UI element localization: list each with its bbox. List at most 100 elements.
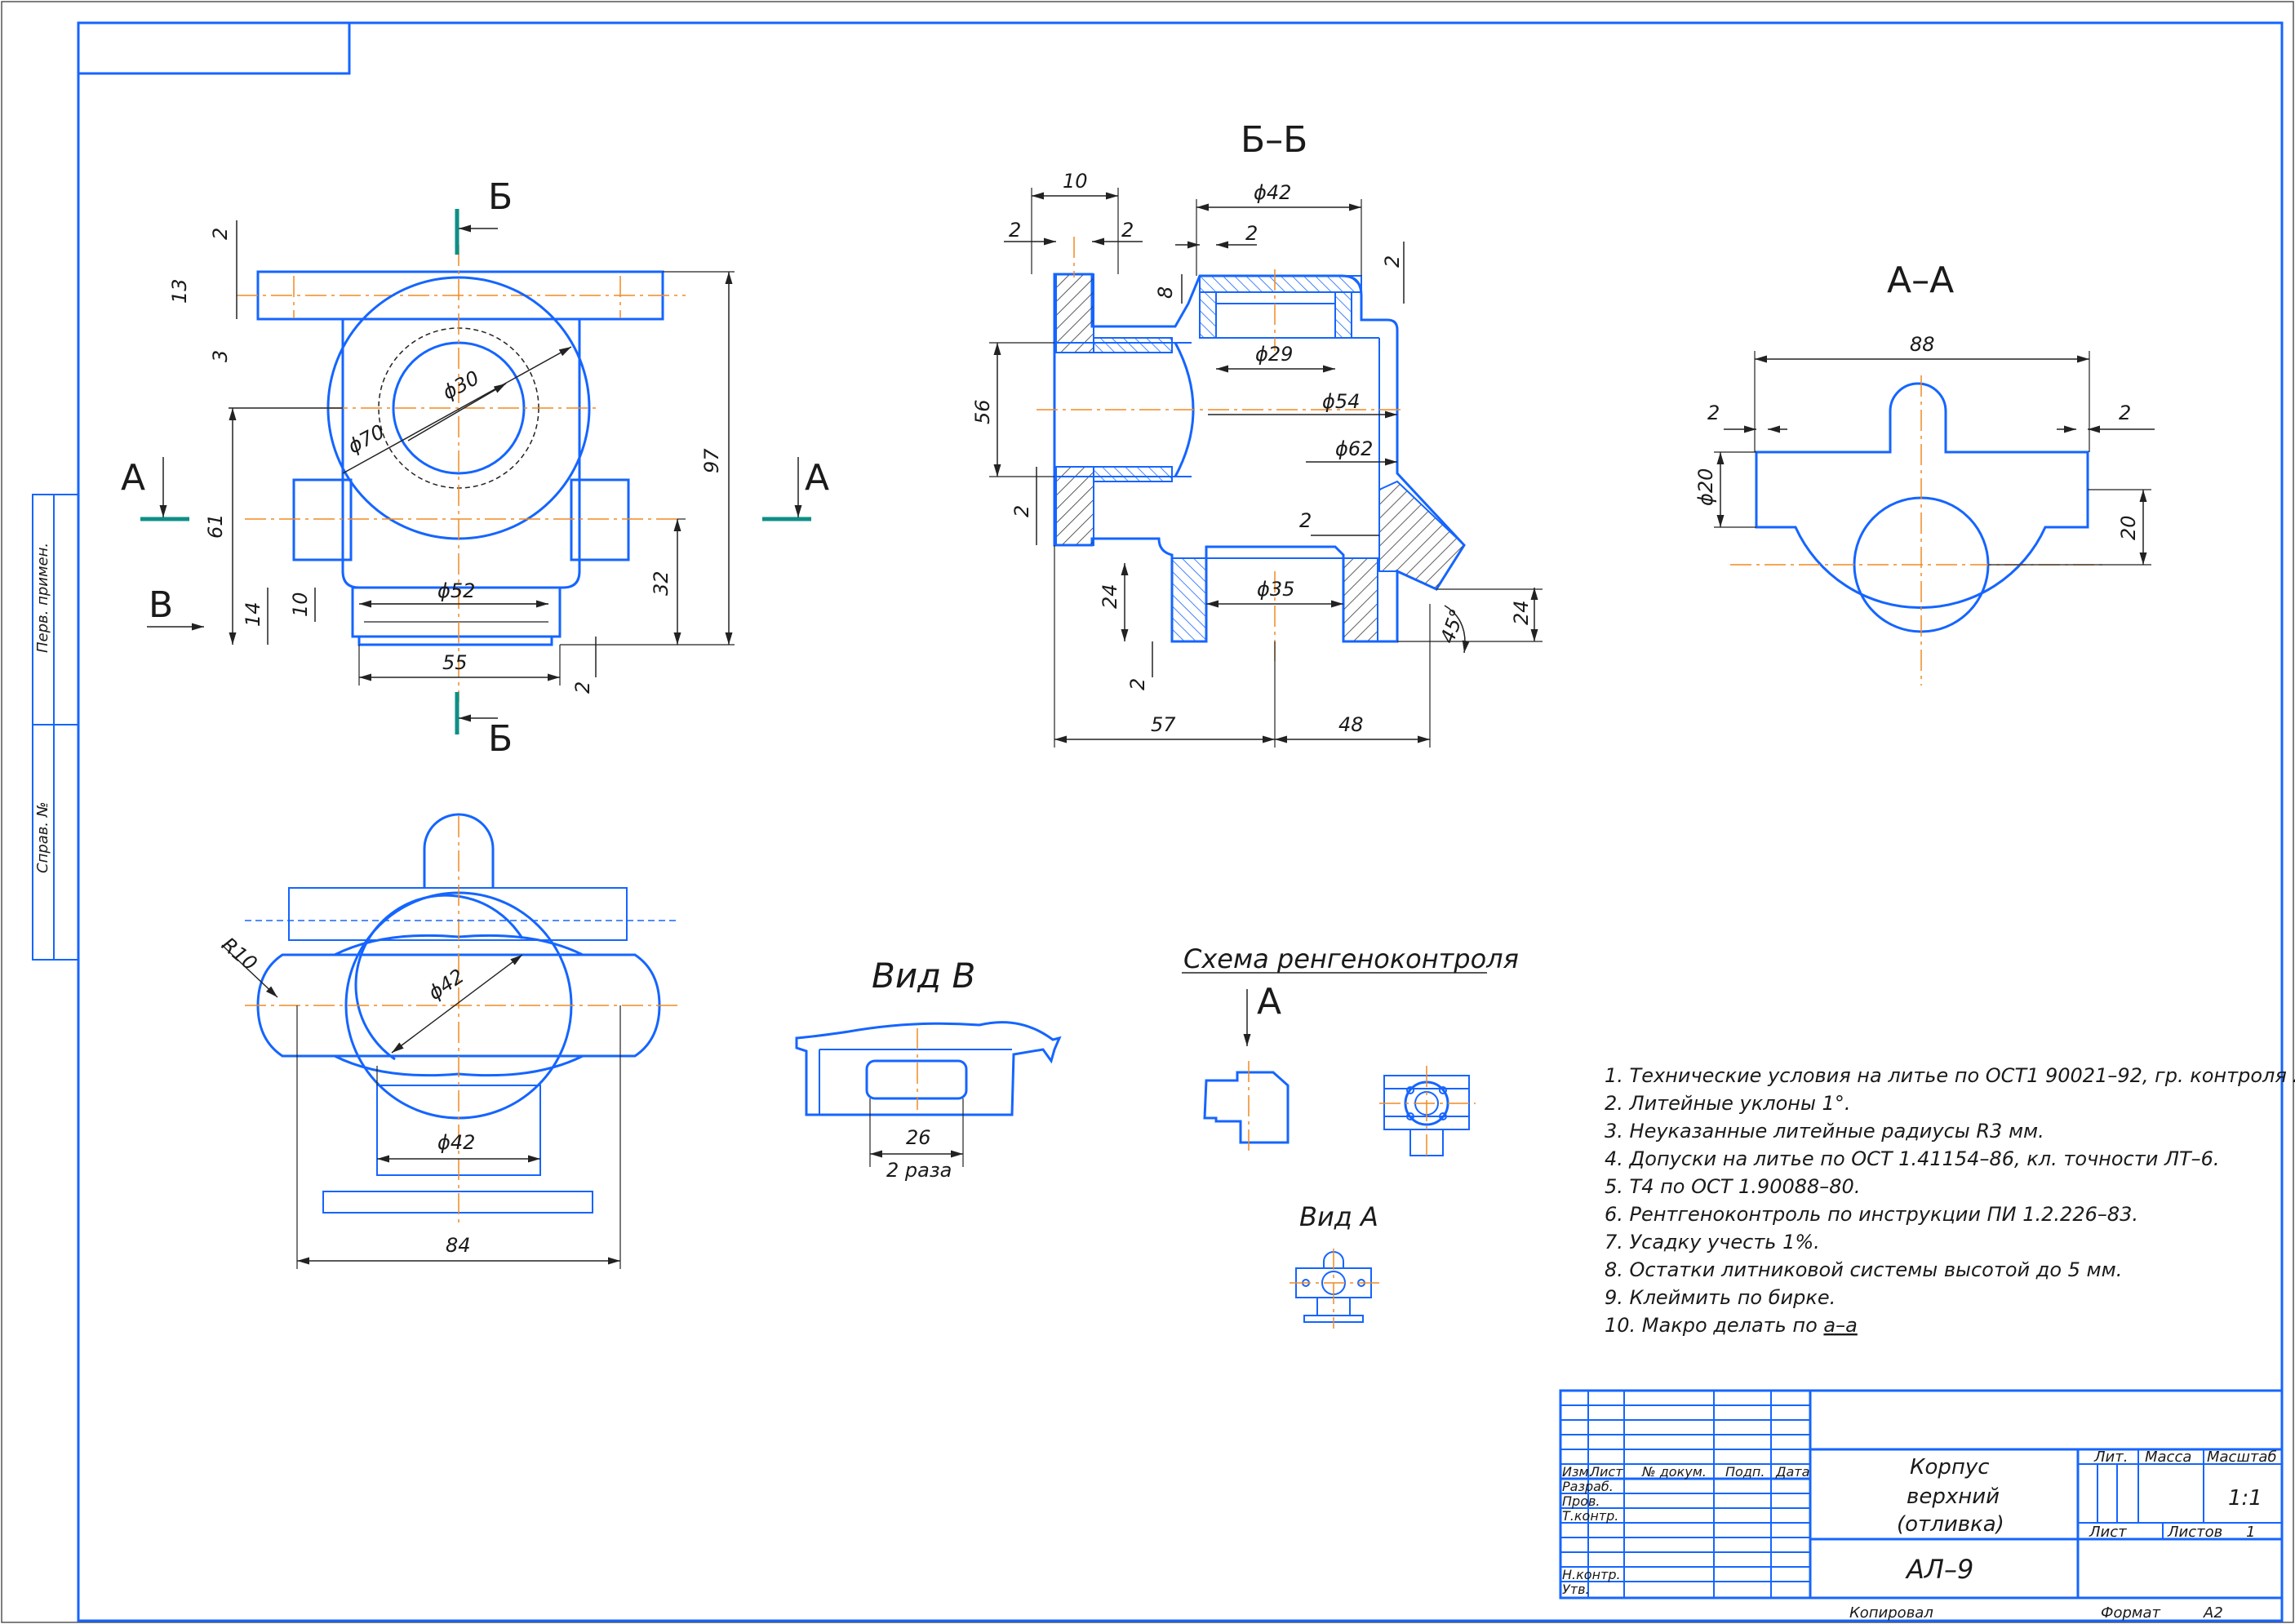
- dim-bb-2e: 2: [1010, 505, 1033, 517]
- note-2: 2. Литейные уклоны 1°.: [1605, 1092, 1850, 1115]
- scheme-arrow-label: А: [1257, 981, 1281, 1023]
- scheme-title: Схема ренгеноконтроля: [1183, 943, 1519, 974]
- title-block: [1559, 1389, 2284, 1600]
- section-aa-title: А–А: [1887, 260, 1954, 301]
- note-10-underlined: а–а: [1823, 1314, 1857, 1337]
- dim-top-42b: ϕ42: [437, 1131, 475, 1154]
- dim-front-2: 2: [209, 228, 232, 240]
- tb-tkontr: Т.контр.: [1562, 1508, 1618, 1524]
- section-aa: [1714, 351, 2155, 686]
- section-bb: [989, 188, 1543, 748]
- tb-list: Лист: [1589, 1464, 1623, 1480]
- dim-top-84: 84: [446, 1234, 471, 1257]
- dim-front-2b: 2: [571, 681, 594, 694]
- tb-kopiroval: Копировал: [1849, 1604, 1933, 1622]
- dim-bb-57: 57: [1151, 713, 1176, 736]
- dim-bb-2g: 2: [1126, 678, 1149, 690]
- dim-bb-8: 8: [1154, 286, 1177, 299]
- dim-bb-45: 45°: [1436, 606, 1469, 646]
- dim-bb-24b: 24: [1510, 600, 1533, 625]
- tb-name-2: верхний: [1907, 1484, 2000, 1509]
- tb-razrab: Разраб.: [1562, 1479, 1614, 1494]
- dim-aa-88: 88: [1910, 333, 1935, 356]
- dim-top-r10: R10: [217, 933, 261, 975]
- tb-format-val: А2: [2203, 1604, 2223, 1622]
- note-10-text: 10. Макро делать по: [1605, 1314, 1823, 1337]
- tb-sheet: Лист: [2089, 1524, 2127, 1541]
- dim-front-3: 3: [209, 350, 232, 362]
- tb-name-3: (отливка): [1897, 1512, 2004, 1537]
- tb-podp: Подп.: [1725, 1464, 1765, 1480]
- dim-front-13: 13: [168, 278, 191, 304]
- view-a: [1290, 1249, 1379, 1329]
- cut-b-top: Б: [488, 176, 513, 218]
- side-stamp-perv: Перв. примен.: [34, 543, 51, 653]
- dim-bb-48: 48: [1338, 713, 1364, 736]
- tb-sheets: Листов: [2167, 1524, 2222, 1541]
- tb-data: Дата: [1775, 1464, 1809, 1480]
- cut-a-left: А: [121, 457, 145, 499]
- dim-bb-2a: 2: [1009, 219, 1021, 242]
- note-3: 3. Неуказанные литейные радиусы R3 мм.: [1605, 1120, 2044, 1143]
- top-view: [221, 813, 677, 1269]
- dim-bb-2c: 2: [1245, 222, 1258, 245]
- dim-bb-54: ϕ54: [1322, 390, 1360, 413]
- tb-scale: 1:1: [2228, 1486, 2262, 1511]
- note-1: 1. Технические условия на литье по ОСТ1 …: [1605, 1064, 2295, 1087]
- dim-bb-2b: 2: [1121, 219, 1134, 242]
- dim-front-32: 32: [650, 570, 673, 596]
- tb-name-1: Корпус: [1910, 1455, 1990, 1480]
- view-v-title: Вид В: [872, 956, 975, 996]
- dim-bb-42: ϕ42: [1254, 181, 1291, 204]
- note-6: 6. Рентгеноконтроль по инструкции ПИ 1.2…: [1605, 1203, 2138, 1226]
- dim-aa-20b: 20: [2117, 515, 2140, 540]
- dim-bb-29: ϕ29: [1255, 343, 1293, 366]
- dim-front-55: 55: [442, 651, 468, 674]
- note-10: 10. Макро делать по а–а: [1605, 1314, 1858, 1337]
- view-v: [795, 1021, 1062, 1167]
- tb-massa: Масса: [2145, 1449, 2191, 1466]
- front-view: [229, 220, 735, 702]
- dim-top-42a: ϕ42: [424, 965, 468, 1005]
- section-bb-title: Б–Б: [1241, 119, 1307, 161]
- dim-front-97: 97: [700, 448, 723, 473]
- tb-format: Формат: [2101, 1604, 2161, 1622]
- tb-ndoc: № докум.: [1641, 1464, 1707, 1480]
- tb-lit: Лит.: [2093, 1449, 2128, 1466]
- dim-front-14: 14: [242, 601, 264, 627]
- tb-prov: Пров.: [1562, 1493, 1600, 1509]
- tb-material: АЛ–9: [1905, 1554, 1973, 1585]
- dim-front-10: 10: [289, 592, 312, 617]
- dim-bb-10: 10: [1063, 170, 1088, 193]
- scheme: [1203, 989, 1476, 1159]
- dim-bb-2d: 2: [1381, 255, 1404, 268]
- view-v-arrow: В: [149, 584, 173, 626]
- dim-aa-20: ϕ20: [1694, 468, 1717, 506]
- dim-bb-2f: 2: [1299, 509, 1312, 532]
- side-stamp-sprav: Справ. №: [34, 801, 51, 873]
- cut-markers: [140, 209, 811, 734]
- dim-bb-56: 56: [971, 399, 994, 424]
- tb-masshtab: Масштаб: [2207, 1449, 2277, 1466]
- tb-izm: Изм.: [1562, 1464, 1593, 1480]
- dim-aa-2a: 2: [1707, 402, 1720, 424]
- note-9: 9. Клеймить по бирке.: [1605, 1286, 1836, 1309]
- cut-a-right: А: [805, 457, 829, 499]
- dim-vidv-note: 2 раза: [886, 1159, 952, 1182]
- dim-bb-35: ϕ35: [1257, 578, 1294, 601]
- view-a-title: Вид А: [1299, 1201, 1378, 1232]
- note-8: 8. Остатки литниковой системы высотой до…: [1605, 1258, 2122, 1281]
- technical-notes: 1. Технические условия на литье по ОСТ1 …: [1605, 1064, 2295, 1337]
- dim-bb-62: ϕ62: [1335, 437, 1373, 460]
- cut-b-bottom: Б: [488, 718, 513, 760]
- dim-bb-24a: 24: [1099, 583, 1121, 609]
- tb-utv: Утв.: [1562, 1582, 1590, 1597]
- tb-nkontr: Н.контр.: [1562, 1567, 1621, 1582]
- tb-sheets-val: 1: [2246, 1524, 2255, 1541]
- dim-aa-2b: 2: [2119, 402, 2131, 424]
- dim-front-30: ϕ30: [439, 366, 483, 404]
- note-7: 7. Усадку учесть 1%.: [1605, 1231, 1820, 1253]
- dim-vidv-26: 26: [906, 1126, 931, 1149]
